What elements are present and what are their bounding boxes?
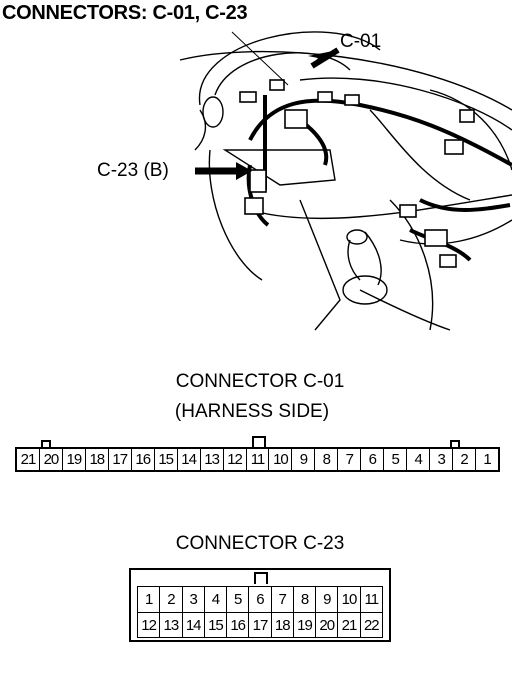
pin-9: 9 bbox=[291, 449, 314, 470]
connector-c01-title: CONNECTOR C-01 bbox=[175, 371, 345, 392]
vehicle-harness-illustration bbox=[179, 31, 512, 331]
pin-16: 16 bbox=[226, 613, 248, 637]
pin-5: 5 bbox=[226, 587, 248, 612]
pin-14: 14 bbox=[176, 449, 200, 470]
pin-13: 13 bbox=[159, 613, 181, 637]
pin-15: 15 bbox=[203, 613, 226, 637]
pin-22: 22 bbox=[359, 613, 382, 637]
pin-11: 11 bbox=[245, 449, 269, 470]
pin-19: 19 bbox=[61, 449, 85, 470]
pin-17: 17 bbox=[248, 613, 270, 637]
c01-lock-tab-left bbox=[41, 440, 51, 449]
connector-c23-title: CONNECTOR C-23 bbox=[175, 533, 345, 554]
pin-15: 15 bbox=[153, 449, 177, 470]
c23-lock-tab bbox=[254, 572, 268, 584]
pin-18: 18 bbox=[84, 449, 108, 470]
pin-16: 16 bbox=[130, 449, 154, 470]
pin-12: 12 bbox=[222, 449, 246, 470]
pin-10: 10 bbox=[268, 449, 291, 470]
pin-1: 1 bbox=[475, 449, 498, 470]
pin-17: 17 bbox=[107, 449, 131, 470]
pin-2: 2 bbox=[452, 449, 475, 470]
callout-c01: C-01 bbox=[340, 31, 382, 52]
c01-lock-tab-right bbox=[450, 440, 460, 449]
connector-c01-subtitle: (HARNESS SIDE) bbox=[174, 401, 330, 422]
callout-c23: C-23 (B) bbox=[97, 160, 169, 181]
pin-6: 6 bbox=[248, 587, 270, 612]
page-heading: CONNECTORS: C-01, C-23 bbox=[2, 2, 248, 24]
pin-20: 20 bbox=[38, 449, 62, 470]
pin-9: 9 bbox=[315, 587, 337, 612]
pin-21: 21 bbox=[337, 613, 359, 637]
pin-14: 14 bbox=[181, 613, 204, 637]
pin-7: 7 bbox=[270, 587, 293, 612]
pin-5: 5 bbox=[383, 449, 406, 470]
pin-4: 4 bbox=[406, 449, 429, 470]
pin-3: 3 bbox=[429, 449, 452, 470]
pin-7: 7 bbox=[337, 449, 360, 470]
pin-18: 18 bbox=[270, 613, 293, 637]
pin-2: 2 bbox=[159, 587, 181, 612]
pin-13: 13 bbox=[199, 449, 223, 470]
pin-19: 19 bbox=[292, 613, 315, 637]
pin-11: 11 bbox=[359, 587, 382, 612]
pin-1: 1 bbox=[144, 591, 153, 608]
pin-10: 10 bbox=[337, 587, 359, 612]
c01-lock-tab-center bbox=[252, 436, 266, 449]
pin-6: 6 bbox=[360, 449, 383, 470]
pin-4: 4 bbox=[203, 587, 226, 612]
pin-3: 3 bbox=[181, 587, 204, 612]
pin-20: 20 bbox=[315, 613, 337, 637]
pin-21: 21 bbox=[20, 451, 37, 468]
pin-12: 12 bbox=[141, 616, 157, 634]
pin-8: 8 bbox=[292, 587, 315, 612]
pin-8: 8 bbox=[314, 449, 337, 470]
